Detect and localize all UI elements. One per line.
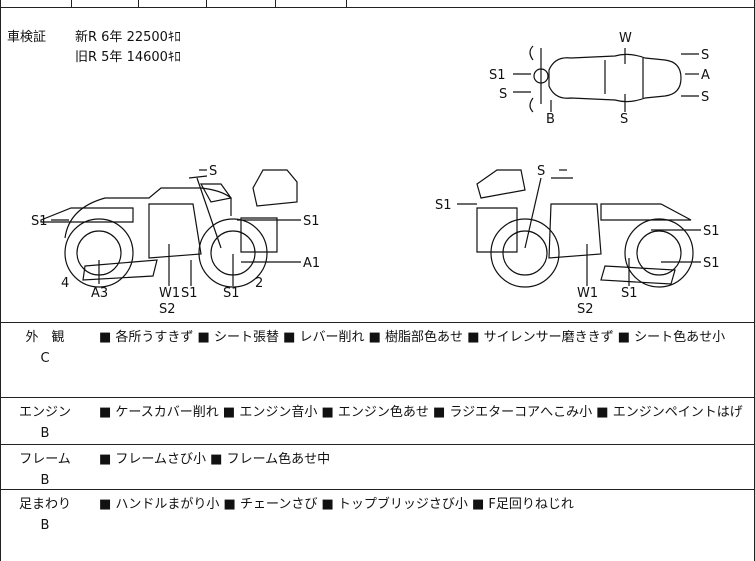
label-left-4: 4 [61, 276, 69, 291]
label-right-s1-bottom: S1 [621, 286, 638, 301]
left-side-leaders [51, 169, 301, 286]
label-top-b: B [546, 112, 555, 127]
inspection-record: 車検証 新R 6年 22500ｷﾛ 旧R 5年 14600ｷﾛ [7, 28, 181, 68]
label-left-s1-mid: S1 [181, 286, 198, 301]
condition-notes: ■ 各所うすきず ■ シート張替 ■ レバー削れ ■ 樹脂部色あせ ■ サイレン… [99, 330, 726, 345]
top-view-bike [529, 45, 682, 113]
label-top-s-left: S [499, 87, 507, 102]
label-top-w: W [619, 31, 632, 46]
header-cell-divider [346, 0, 347, 7]
label-left-2: 2 [255, 276, 263, 291]
label-top-s1: S1 [489, 68, 506, 83]
category-grade: C [40, 351, 50, 366]
left-side-bike [40, 169, 298, 288]
label-right-s1-r2: S1 [703, 256, 720, 271]
label-left-s-top: S [209, 164, 217, 179]
label-left-s1-rear: S1 [31, 214, 48, 229]
label-right-s1-r1: S1 [703, 224, 720, 239]
condition-row-exterior: 外 観 C ■ 各所うすきず ■ シート張替 ■ レバー削れ ■ 樹脂部色あせ ■… [1, 323, 754, 398]
condition-category: 足まわり B [1, 494, 89, 536]
category-name: 外 観 [25, 330, 65, 345]
inspection-label: 車検証 [7, 30, 47, 45]
header-cell-divider [206, 0, 207, 7]
label-left-a3: A3 [91, 286, 108, 301]
label-left-s1-right: S1 [303, 214, 320, 229]
label-right-s2: S2 [577, 302, 594, 317]
condition-row-engine: エンジン B ■ ケースカバー削れ ■ エンジン音小 ■ エンジン色あせ ■ ラジ… [1, 398, 754, 445]
damage-diagram: W S1 S B S S A S S S1 S1 A1 4 A3 W1 S1 S… [31, 31, 720, 317]
header-cell-divider [138, 0, 139, 7]
label-left-w1: W1 [159, 286, 180, 301]
top-view-leaders [513, 48, 699, 112]
label-right-s1-left: S1 [435, 198, 452, 213]
diagram-panel: 車検証 新R 6年 22500ｷﾛ 旧R 5年 14600ｷﾛ [1, 8, 754, 323]
category-name: フレーム [19, 452, 71, 467]
category-grade: B [40, 473, 50, 488]
label-left-s2: S2 [159, 302, 176, 317]
condition-category: フレーム B [1, 449, 89, 491]
condition-row-frame: フレーム B ■ フレームさび小 ■ フレーム色あせ中 [1, 445, 754, 490]
category-name: 足まわり [18, 497, 71, 512]
label-top-s-r1: S [701, 48, 709, 63]
inspection-old: 旧R 5年 14600ｷﾛ [75, 50, 181, 65]
label-right-s-top: S [537, 164, 545, 179]
condition-category: エンジン B [1, 402, 89, 444]
condition-category: 外 観 C [1, 327, 89, 369]
label-right-w1: W1 [577, 286, 598, 301]
label-top-s-bottom: S [620, 112, 628, 127]
label-top-a: A [701, 68, 710, 83]
right-side-bike [476, 169, 694, 288]
condition-notes: ■ ケースカバー削れ ■ エンジン音小 ■ エンジン色あせ ■ ラジエターコアへ… [99, 405, 743, 420]
right-side-leaders [457, 169, 701, 286]
condition-notes: ■ フレームさび小 ■ フレーム色あせ中 [99, 452, 331, 467]
category-name: エンジン [18, 405, 71, 420]
condition-notes: ■ ハンドルまがり小 ■ チェーンさび ■ トップブリッジさび小 ■ F足回りね… [99, 497, 574, 512]
category-grade: B [40, 426, 50, 441]
header-row-stub [1, 0, 754, 8]
category-grade: B [40, 518, 50, 533]
inspection-new: 新R 6年 22500ｷﾛ [75, 30, 181, 45]
header-cell-divider [71, 0, 72, 7]
label-left-s1-front: S1 [223, 286, 240, 301]
label-left-a1: A1 [303, 256, 320, 271]
label-top-s-r2: S [701, 90, 709, 105]
condition-row-suspension: 足まわり B ■ ハンドルまがり小 ■ チェーンさび ■ トップブリッジさび小 ■… [1, 490, 754, 561]
header-cell-divider [275, 0, 276, 7]
